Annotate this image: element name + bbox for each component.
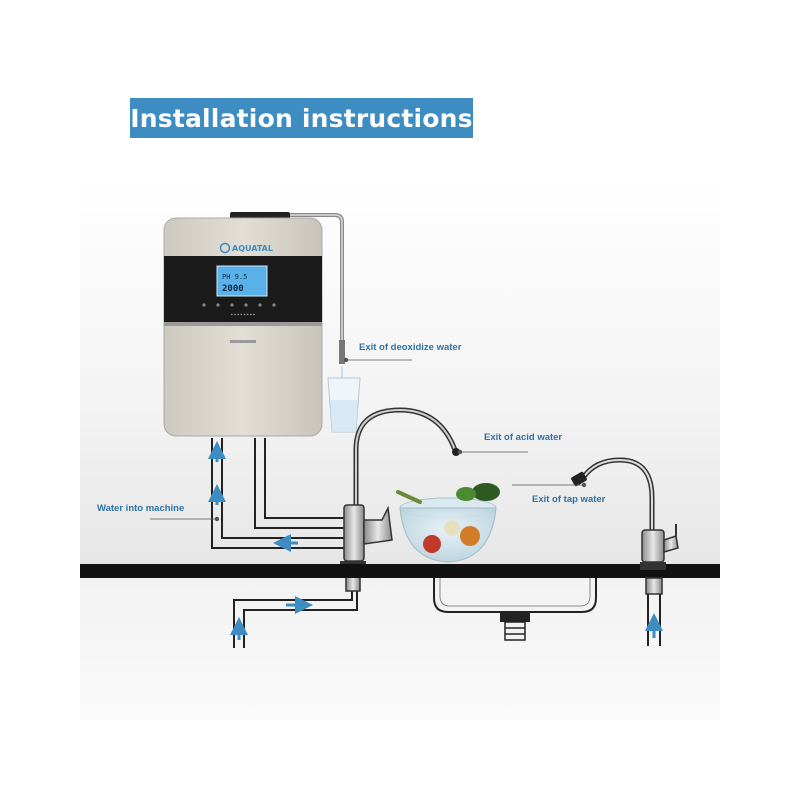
label-acid-exit: Exit of acid water — [484, 432, 562, 443]
tomato-icon — [423, 535, 441, 553]
svg-text:AQUATAL: AQUATAL — [232, 244, 273, 253]
lcd-line-1: PH 9.5 — [222, 273, 247, 281]
sink-drain — [500, 612, 530, 622]
counter-top — [80, 564, 720, 578]
water-ionizer-machine: PH 9.5 2000 ▪ ▪ ▪ ▪ ▪ ▪ ▪ ▪ AQUATAL — [164, 212, 322, 436]
glass-water — [330, 400, 358, 432]
machine-panel-trim — [164, 322, 322, 326]
panel-caption: ▪ ▪ ▪ ▪ ▪ ▪ ▪ ▪ — [231, 312, 255, 318]
drain-trap — [505, 622, 525, 640]
broccoli-icon — [472, 483, 500, 501]
egg-icon — [444, 520, 460, 536]
orange-icon — [460, 526, 480, 546]
tap-base — [640, 562, 666, 570]
lettuce-icon — [456, 487, 476, 501]
tap-shank — [646, 578, 662, 594]
label-deoxidize-exit: Exit of deoxidize water — [359, 342, 461, 353]
lcd-line-2: 2000 — [222, 284, 244, 294]
tap-body — [642, 530, 664, 562]
machine-label-plate — [230, 340, 256, 343]
under-counter-background — [80, 578, 720, 720]
faucet-body — [344, 505, 364, 561]
label-water-into-machine: Water into machine — [97, 503, 184, 514]
page-title: Installation instructions — [130, 98, 473, 138]
label-tap-exit: Exit of tap water — [532, 494, 605, 505]
